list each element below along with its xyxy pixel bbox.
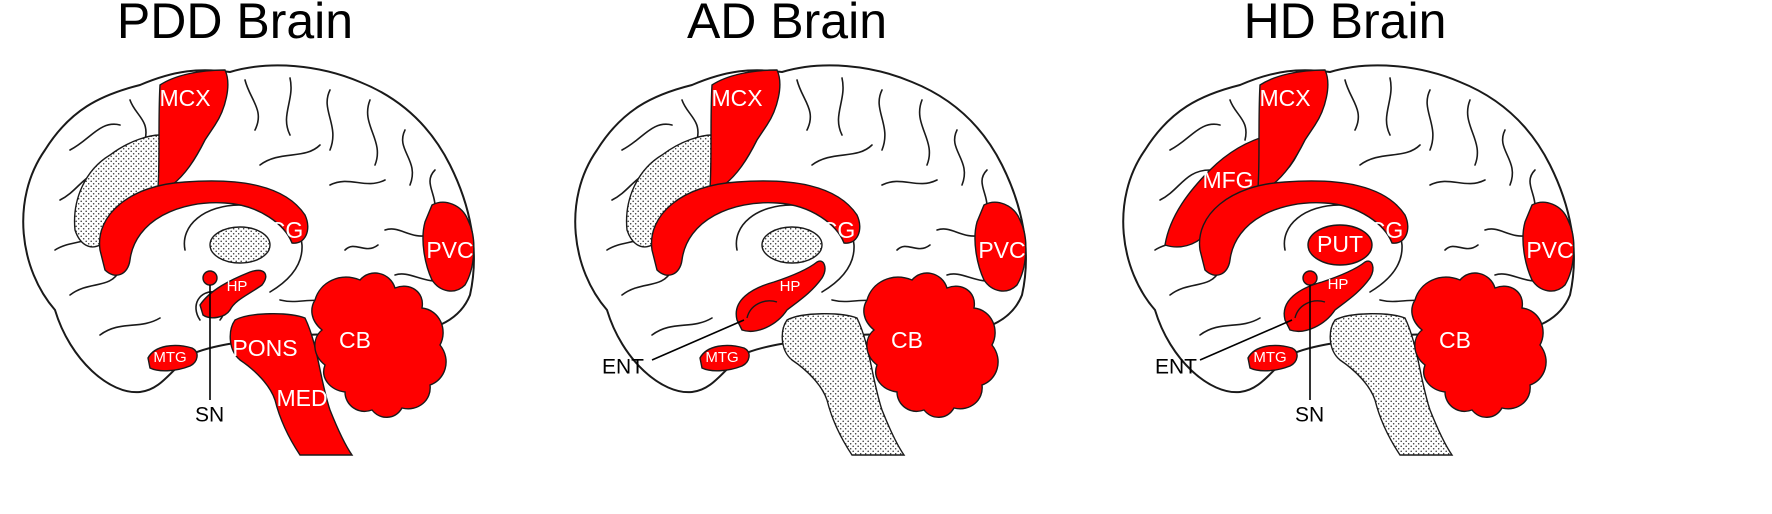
label-hp: HP xyxy=(227,278,248,295)
label-hp: HP xyxy=(1328,276,1349,293)
label-pvc: PVC xyxy=(426,237,473,263)
region-mcx xyxy=(709,69,781,189)
region-cg xyxy=(1198,180,1409,276)
label-cb: CB xyxy=(891,327,923,353)
panel-title: HD Brain xyxy=(1244,0,1447,49)
region-pvc xyxy=(422,201,475,292)
region-pvc xyxy=(1522,201,1575,292)
label-mtg: MTG xyxy=(705,349,738,366)
ent-outline xyxy=(746,300,778,319)
region-sn-dot xyxy=(202,270,218,286)
region-cb xyxy=(1411,272,1547,418)
label-cb: CB xyxy=(339,327,371,353)
label-pvc: PVC xyxy=(978,237,1025,263)
brain-diagram: MCX CG PVC HP CB MTG xyxy=(574,64,1027,456)
callout-ent: ENT xyxy=(602,356,644,379)
label-cg: CG xyxy=(1369,217,1404,243)
leader-ent xyxy=(1199,319,1293,361)
region-mtg xyxy=(699,344,750,372)
panel-hd: HD Brain MFG MCX CG PUT PVC HP xyxy=(1122,0,1575,456)
region-mcx xyxy=(1257,69,1329,189)
label-mcx: MCX xyxy=(159,85,210,111)
leader-ent xyxy=(651,319,745,361)
stippled-brainstem xyxy=(1329,313,1454,456)
callout-sn: SN xyxy=(195,404,224,427)
ent-outline xyxy=(1294,300,1326,319)
callout-ent: ENT xyxy=(1155,356,1197,379)
region-hp xyxy=(199,269,267,319)
region-cb xyxy=(863,272,999,418)
panel-title: AD Brain xyxy=(687,0,887,49)
panel-ad: AD Brain MCX CG PVC HP CB xyxy=(574,0,1027,456)
region-mtg xyxy=(147,344,198,372)
label-cb: CB xyxy=(1439,327,1471,353)
label-pvc: PVC xyxy=(1526,237,1573,263)
region-mcx xyxy=(157,69,229,189)
region-hp xyxy=(735,260,826,332)
region-cg xyxy=(650,180,861,276)
region-cb xyxy=(311,272,447,418)
label-cg: CG xyxy=(269,217,304,243)
label-hp: HP xyxy=(780,278,801,295)
label-put: PUT xyxy=(1317,231,1363,257)
label-mfg: MFG xyxy=(1202,167,1253,193)
panel-pdd: PDD Brain MCX CG PVC HP PONS MED C xyxy=(22,0,475,456)
label-mcx: MCX xyxy=(711,85,762,111)
label-med: MED xyxy=(276,385,327,411)
label-mtg: MTG xyxy=(1253,349,1286,366)
label-mtg: MTG xyxy=(153,349,186,366)
brain-diagram: MFG MCX CG PUT PVC HP CB MTG xyxy=(1122,64,1575,456)
label-cg: CG xyxy=(821,217,856,243)
region-mtg xyxy=(1247,344,1298,372)
stippled-brainstem xyxy=(781,313,906,456)
region-sn-dot xyxy=(1302,270,1318,286)
region-pons-med xyxy=(229,313,354,456)
panel-title: PDD Brain xyxy=(117,0,353,49)
label-mcx: MCX xyxy=(1259,85,1310,111)
region-put xyxy=(1307,224,1373,266)
label-pons: PONS xyxy=(232,335,297,361)
region-pvc xyxy=(974,201,1027,292)
callout-sn: SN xyxy=(1295,404,1324,427)
brain-diagram: MCX CG PVC HP PONS MED CB MTG xyxy=(22,64,475,456)
region-cg xyxy=(98,180,309,276)
